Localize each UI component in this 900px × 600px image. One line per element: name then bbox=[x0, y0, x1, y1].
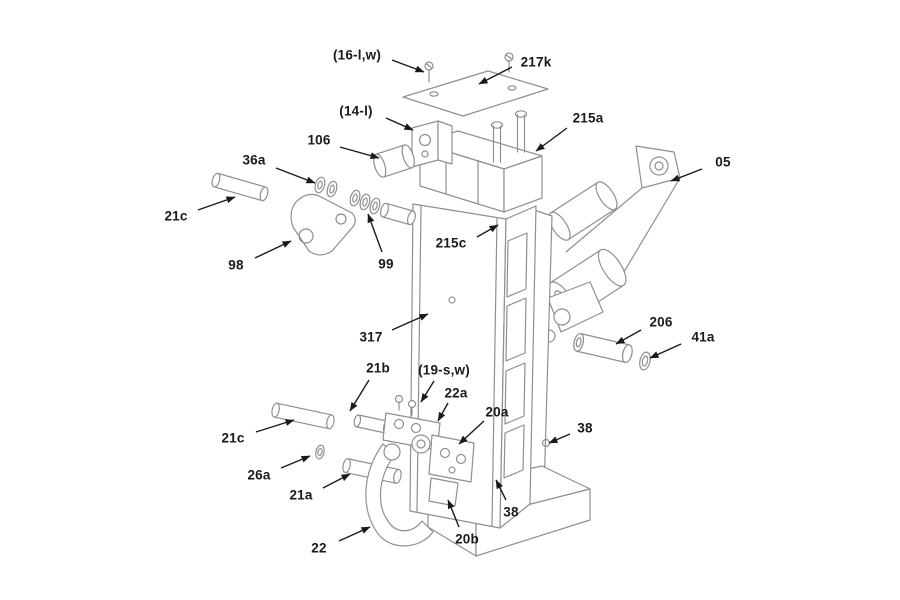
callout-label-16-lw: (16-l,w) bbox=[332, 47, 382, 63]
callout-arrow-317 bbox=[391, 313, 429, 331]
callout-label-215a: 215a bbox=[572, 110, 604, 126]
ring-26a bbox=[315, 444, 325, 460]
callout-arrow-19-sw bbox=[420, 380, 435, 403]
callout-arrow-215a bbox=[535, 127, 568, 152]
callout-label-106: 106 bbox=[307, 132, 331, 148]
pin-99 bbox=[380, 202, 416, 226]
callout-arrow-05 bbox=[670, 168, 703, 182]
screws-16 bbox=[424, 52, 514, 83]
callout-arrow-41a bbox=[649, 343, 682, 359]
top-plate bbox=[402, 70, 549, 117]
washers-36a bbox=[314, 176, 338, 198]
callout-label-98: 98 bbox=[228, 257, 244, 273]
callout-arrow-21c-bottom bbox=[255, 419, 295, 433]
callout-label-38-bottom: 38 bbox=[503, 504, 519, 520]
callout-arrow-22 bbox=[338, 526, 371, 542]
callout-label-22: 22 bbox=[311, 540, 327, 556]
rod-206 bbox=[573, 332, 633, 364]
callout-arrow-38-bottom bbox=[495, 479, 507, 501]
callout-arrow-217k bbox=[478, 66, 513, 85]
callout-label-22a: 22a bbox=[444, 385, 468, 401]
callout-arrow-206 bbox=[615, 329, 642, 345]
callout-arrow-36a bbox=[275, 167, 316, 184]
pin-21c-top bbox=[211, 172, 269, 202]
callout-label-14-l: (14-l) bbox=[339, 103, 373, 119]
pin-21c-bottom bbox=[271, 402, 335, 430]
callout-label-41a: 41a bbox=[691, 329, 715, 345]
callout-arrow-20b bbox=[447, 499, 460, 528]
callout-arrow-215c bbox=[476, 224, 499, 238]
bolts-215a bbox=[490, 110, 528, 163]
callout-arrow-20a bbox=[458, 420, 485, 445]
hook-22 bbox=[365, 443, 434, 547]
roller-upper bbox=[548, 181, 618, 241]
callout-label-21c-top: 21c bbox=[164, 208, 188, 224]
callout-arrow-99 bbox=[367, 213, 383, 253]
callout-label-05: 05 bbox=[715, 154, 731, 170]
clamp-14 bbox=[411, 120, 453, 168]
callout-arrow-98 bbox=[254, 240, 292, 259]
callout-arrow-22a bbox=[437, 402, 449, 422]
callout-label-19-sw: (19-s,w) bbox=[418, 362, 470, 378]
callout-label-21c-bottom: 21c bbox=[221, 430, 245, 446]
callout-arrow-21c-top bbox=[197, 196, 236, 211]
callout-label-215c: 215c bbox=[435, 235, 467, 251]
ring-41a bbox=[639, 351, 651, 371]
roller-106 bbox=[373, 144, 415, 178]
callout-label-36a: 36a bbox=[242, 152, 266, 168]
callout-label-217k: 217k bbox=[520, 54, 552, 70]
callout-arrow-26a bbox=[280, 455, 311, 469]
lever-98 bbox=[290, 193, 356, 256]
callout-arrow-16-lw bbox=[391, 59, 425, 73]
callout-label-317: 317 bbox=[359, 329, 383, 345]
lower-clamp-cluster bbox=[382, 394, 475, 507]
callout-arrow-38-right bbox=[548, 433, 571, 444]
callout-label-38-right: 38 bbox=[577, 420, 593, 436]
callout-label-21a: 21a bbox=[289, 487, 313, 503]
callout-label-26a: 26a bbox=[247, 467, 271, 483]
callout-label-20b: 20b bbox=[455, 531, 479, 547]
callout-arrow-21b bbox=[349, 379, 370, 412]
callout-arrow-14-l bbox=[385, 117, 414, 131]
arm-assembly bbox=[542, 145, 681, 343]
callout-label-20a: 20a bbox=[485, 404, 509, 420]
callout-arrow-106 bbox=[339, 146, 380, 160]
callout-label-99: 99 bbox=[378, 256, 394, 272]
callout-label-21b: 21b bbox=[366, 360, 390, 376]
callout-arrow-21a bbox=[322, 473, 351, 489]
callout-label-206: 206 bbox=[649, 314, 673, 330]
